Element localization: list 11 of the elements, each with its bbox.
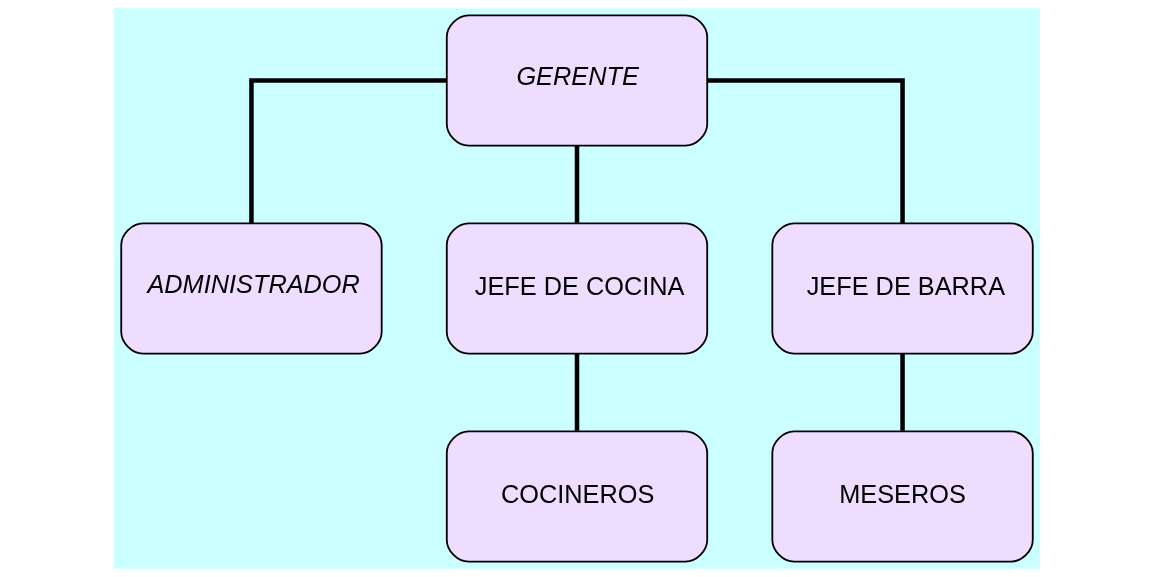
node-box: MESEROS	[770, 430, 1034, 563]
connector	[574, 353, 579, 431]
node-box: COCINEROS	[445, 430, 708, 563]
node-box: ADMINISTRADOR	[119, 222, 383, 355]
node-box: JEFE DE COCINA	[445, 222, 708, 355]
connector	[574, 145, 579, 223]
connector	[899, 353, 905, 431]
connector	[707, 78, 905, 224]
connector	[248, 78, 446, 224]
node-box: JEFE DE BARRA	[770, 222, 1034, 355]
node-box: GERENTE	[445, 14, 708, 147]
